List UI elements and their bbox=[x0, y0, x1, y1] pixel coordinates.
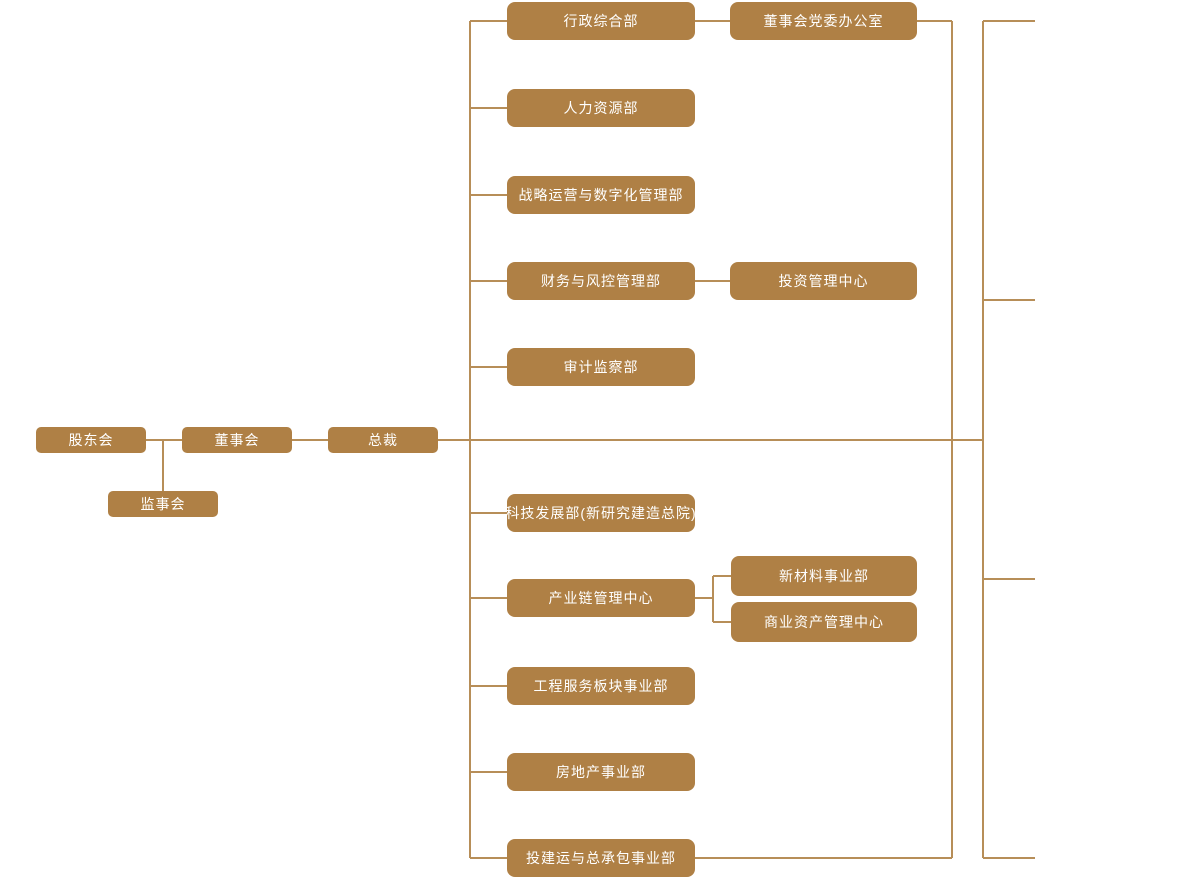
org-node-president: 总裁 bbox=[328, 427, 438, 453]
connector-line bbox=[983, 20, 1035, 22]
connector-line bbox=[470, 771, 507, 773]
connector-line bbox=[470, 512, 507, 514]
connector-line bbox=[470, 20, 507, 22]
connector-line bbox=[470, 685, 507, 687]
connector-line bbox=[470, 857, 507, 859]
org-node-investment-management-center: 投资管理中心 bbox=[730, 262, 917, 300]
connector-line bbox=[712, 576, 714, 622]
connector-line bbox=[470, 194, 507, 196]
org-node-shareholders-meeting: 股东会 bbox=[36, 427, 146, 453]
connector-line bbox=[470, 366, 507, 368]
org-node-human-resources-dept: 人力资源部 bbox=[507, 89, 695, 127]
org-node-board-of-directors: 董事会 bbox=[182, 427, 292, 453]
connector-line bbox=[951, 21, 953, 858]
connector-line bbox=[983, 857, 1035, 859]
org-node-audit-supervision-dept: 审计监察部 bbox=[507, 348, 695, 386]
org-node-strategy-operations-digital-dept: 战略运营与数字化管理部 bbox=[507, 176, 695, 214]
org-node-engineering-services-division: 工程服务板块事业部 bbox=[507, 667, 695, 705]
connector-line bbox=[982, 21, 984, 858]
org-node-board-party-committee-office: 董事会党委办公室 bbox=[730, 2, 917, 40]
connector-line bbox=[713, 621, 731, 623]
connector-line bbox=[470, 107, 507, 109]
org-node-finance-risk-control-dept: 财务与风控管理部 bbox=[507, 262, 695, 300]
connector-line bbox=[291, 439, 328, 441]
connector-line bbox=[694, 597, 713, 599]
connector-line bbox=[470, 280, 507, 282]
org-node-admin-general-dept: 行政综合部 bbox=[507, 2, 695, 40]
connector-line bbox=[437, 439, 983, 441]
connector-line bbox=[470, 597, 507, 599]
org-node-new-materials-division: 新材料事业部 bbox=[731, 556, 917, 596]
org-node-real-estate-division: 房地产事业部 bbox=[507, 753, 695, 791]
connector-line bbox=[694, 280, 730, 282]
org-node-industry-chain-management-center: 产业链管理中心 bbox=[507, 579, 695, 617]
connector-line bbox=[713, 575, 731, 577]
connector-line bbox=[146, 439, 182, 441]
connector-line bbox=[162, 440, 164, 491]
org-node-commercial-assets-management-center: 商业资产管理中心 bbox=[731, 602, 917, 642]
connector-line bbox=[983, 299, 1035, 301]
org-node-invest-build-operate-epc-division: 投建运与总承包事业部 bbox=[507, 839, 695, 877]
org-node-supervisory-board: 监事会 bbox=[108, 491, 218, 517]
connector-line bbox=[694, 857, 952, 859]
connector-line bbox=[916, 20, 952, 22]
org-node-tech-development-dept: 科技发展部(新研究建造总院) bbox=[505, 494, 696, 532]
connector-line bbox=[469, 21, 471, 858]
connector-line bbox=[983, 578, 1035, 580]
connector-line bbox=[694, 20, 730, 22]
